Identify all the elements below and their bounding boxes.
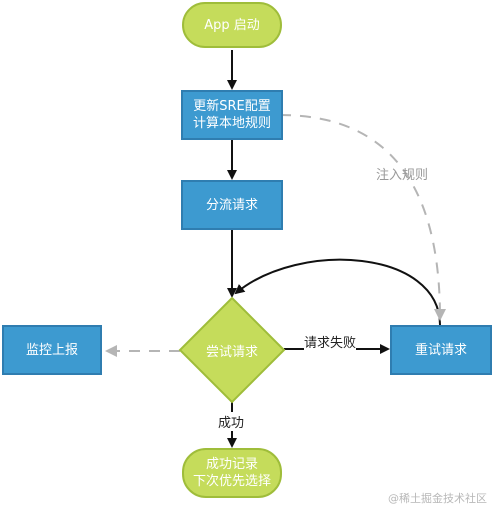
label-success: 成功 xyxy=(218,412,245,431)
node-try-request: 尝试请求 xyxy=(180,298,284,402)
node-retry-request: 重试请求 xyxy=(390,325,492,375)
node-monitor-report: 监控上报 xyxy=(2,325,102,375)
try-request-label: 尝试请求 xyxy=(205,344,258,360)
node-success-record: 成功记录 下次优先选择 xyxy=(182,448,282,498)
try-request-diamond-shape xyxy=(178,296,286,404)
edge-inject-rules xyxy=(279,114,446,321)
node-update-config: 更新SRE配置 计算本地规则 xyxy=(181,90,283,140)
node-app-start: App 启动 xyxy=(182,2,282,48)
node-route-request: 分流请求 xyxy=(181,180,283,230)
edge-retry-loop-back xyxy=(234,258,441,326)
watermark: @稀土掘金技术社区 xyxy=(388,492,487,505)
label-request-failed: 请求失败 xyxy=(304,332,357,351)
label-inject-rules: 注入规则 xyxy=(376,168,429,183)
